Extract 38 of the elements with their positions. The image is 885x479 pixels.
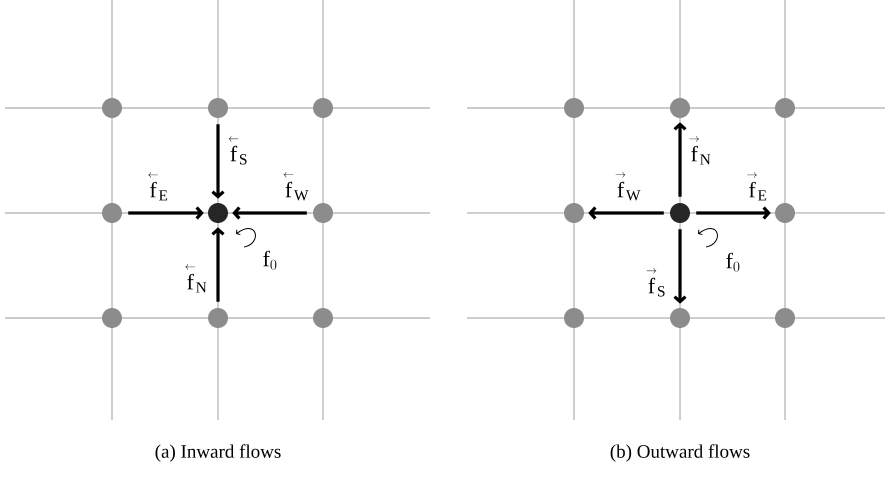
edge-label: $\overset{\scriptscriptstyle\leftarrow}{\mathrm{f}}_{\mathrm{S}}$: [228, 136, 247, 164]
arrow: [696, 206, 771, 220]
flow-label: $\mathrm{f}_{0}$: [263, 250, 276, 270]
edge-label: $\overset{\scriptscriptstyle\leftarrow}{\mathrm{f}}_{\mathrm{E}}$: [148, 172, 168, 200]
edge-label: $\overset{\scriptscriptstyle\rightarrow}{\mathrm{f}}_{\mathrm{E}}$: [747, 172, 766, 200]
arrow: [588, 206, 664, 220]
edge-label: $\overset{\scriptscriptstyle\leftarrow}{\mathrm{f}}_{\mathrm{N}}$: [185, 264, 206, 292]
center-node: [208, 203, 228, 223]
lattice-node: [208, 98, 228, 118]
center-node: [670, 203, 690, 223]
edge-label: $\overset{\scriptscriptstyle\rightarrow}{\mathrm{f}}_{\mathrm{W}}$: [616, 172, 640, 201]
arrow: [211, 124, 225, 199]
lattice-node: [564, 308, 584, 328]
lattice-node: [208, 308, 228, 328]
lattice-node: [102, 308, 122, 328]
arrow: [673, 122, 687, 197]
edge-label: $\overset{\scriptscriptstyle\rightarrow}{\mathrm{f}}_{\mathrm{S}}$: [646, 268, 665, 296]
arrow: [128, 206, 204, 220]
edge-label: $\overset{\scriptscriptstyle\rightarrow}{\mathrm{f}}_{\mathrm{N}}$: [689, 136, 710, 164]
lattice-node: [564, 203, 584, 223]
caption: (a) Inward flows: [156, 444, 281, 462]
lattice-node: [670, 308, 690, 328]
lattice-node: [670, 98, 690, 118]
lattice-node: [775, 98, 795, 118]
lattice-node: [775, 203, 795, 223]
lattice-node: [313, 308, 333, 328]
arrow: [673, 229, 687, 304]
lattice-node: [313, 203, 333, 223]
lattice-node: [102, 98, 122, 118]
edge-label: $\overset{\scriptscriptstyle\leftarrow}{\mathrm{f}}_{\mathrm{W}}$: [284, 172, 308, 201]
arrow: [232, 206, 307, 220]
caption: (b) Outward flows: [610, 444, 750, 462]
lattice-node: [564, 98, 584, 118]
lattice-node: [102, 203, 122, 223]
arrow: [211, 227, 225, 302]
lattice-node: [313, 98, 333, 118]
flow-label: $\mathrm{f}_{0}$: [726, 252, 740, 272]
lattice-node: [775, 308, 795, 328]
